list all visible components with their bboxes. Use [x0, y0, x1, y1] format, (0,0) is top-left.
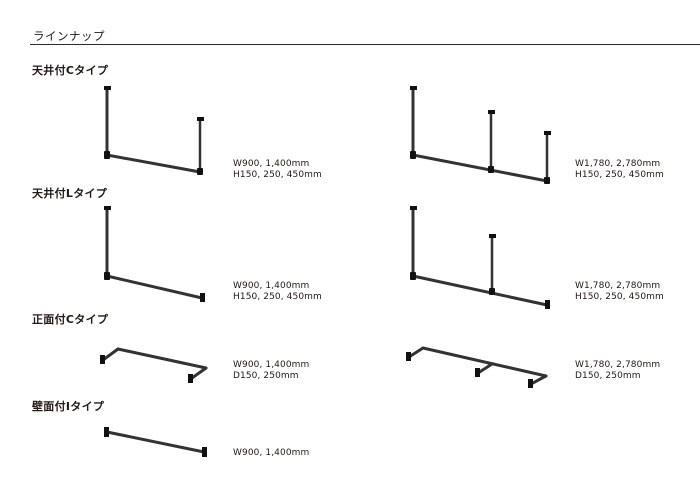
spec-wall-i-single: W900, 1,400mm — [233, 448, 309, 459]
spec-width: W1,780, 2,780mm — [575, 159, 661, 169]
tee-joint-icon — [488, 166, 494, 173]
end-cap-icon — [545, 300, 550, 309]
spec-height: H150, 250, 450mm — [233, 292, 322, 302]
section-heading-ceiling-l: 天井付Lタイプ — [32, 187, 108, 200]
elbow-joint-icon — [104, 151, 110, 159]
section-heading-ceiling-c: 天井付Cタイプ — [32, 64, 109, 77]
elbow-joint-icon — [104, 272, 110, 280]
spec-front-c-double: W1,780, 2,780mm D150, 250mm — [575, 360, 660, 382]
title-divider — [30, 44, 700, 45]
wall-plate-icon — [528, 379, 533, 388]
ceiling-mount-icon — [104, 206, 111, 210]
front-c-single-illustration — [101, 347, 208, 380]
ceiling-c-double-illustration — [411, 88, 549, 183]
section-heading-front-c: 正面付Cタイプ — [32, 313, 109, 326]
ceiling-mount-icon — [489, 234, 496, 238]
elbow-joint-icon — [544, 177, 550, 184]
wall-plate-icon — [100, 355, 105, 364]
spec-height: H150, 250, 450mm — [233, 170, 322, 180]
ceiling-mount-icon — [410, 86, 417, 90]
elbow-joint-icon — [410, 151, 416, 159]
ceiling-c-single-illustration — [105, 88, 202, 174]
ceiling-l-double-illustration — [411, 208, 549, 307]
ceiling-mount-icon — [488, 110, 495, 114]
spec-width: W1,780, 2,780mm — [575, 360, 661, 370]
ceiling-l-single-illustration — [105, 208, 204, 300]
spec-ceiling-l-double: W1,780, 2,780mm H150, 250, 450mm — [575, 281, 664, 303]
page-title: ラインナップ — [33, 29, 105, 43]
ceiling-mount-icon — [410, 206, 417, 210]
tee-joint-icon — [489, 288, 495, 295]
wall-plate-icon — [104, 427, 109, 437]
section-heading-wall-i: 壁面付Iタイプ — [32, 400, 105, 413]
spec-height: H150, 250, 450mm — [575, 292, 664, 302]
spec-depth: D150, 250mm — [233, 371, 299, 381]
spec-height: H150, 250, 450mm — [575, 170, 664, 180]
elbow-joint-icon — [410, 272, 416, 280]
wall-plate-icon — [202, 447, 207, 457]
ceiling-mount-icon — [104, 86, 111, 90]
wall-plate-icon — [475, 368, 480, 377]
wall-plate-icon — [188, 374, 193, 383]
spec-depth: D150, 250mm — [575, 371, 641, 381]
spec-width: W900, 1,400mm — [233, 159, 310, 169]
spec-width: W1,780, 2,780mm — [575, 281, 661, 291]
end-cap-icon — [200, 293, 205, 302]
ceiling-mount-icon — [197, 117, 204, 121]
front-c-double-illustration — [407, 346, 548, 386]
spec-ceiling-c-double: W1,780, 2,780mm H150, 250, 450mm — [575, 159, 664, 181]
ceiling-mount-icon — [544, 131, 551, 135]
spec-front-c-single: W900, 1,400mm D150, 250mm — [233, 360, 309, 382]
spec-ceiling-c-single: W900, 1,400mm H150, 250, 450mm — [233, 159, 322, 181]
wall-plate-icon — [406, 352, 411, 361]
spec-width: W900, 1,400mm — [233, 281, 310, 291]
elbow-joint-icon — [197, 168, 203, 175]
wall-i-single-illustration — [105, 430, 206, 454]
spec-ceiling-l-single: W900, 1,400mm H150, 250, 450mm — [233, 281, 322, 303]
spec-width: W900, 1,400mm — [233, 360, 310, 370]
spec-width: W900, 1,400mm — [233, 448, 310, 458]
